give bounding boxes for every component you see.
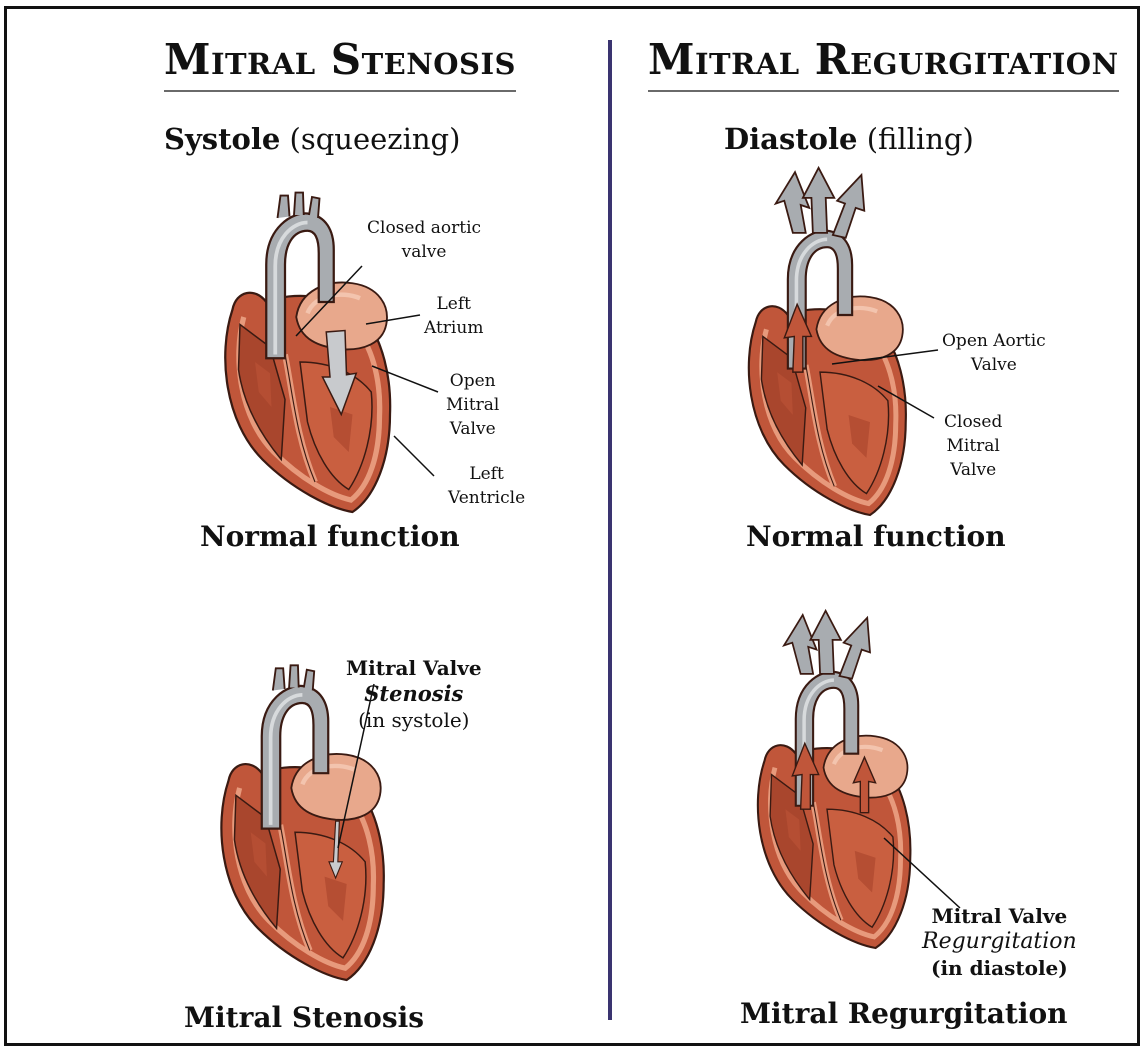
right-phase-heading: Diastole (filling) (724, 122, 974, 156)
outflow-arrows (776, 168, 865, 238)
label-line: valve (367, 240, 481, 264)
left-phase-rest: (squeezing) (280, 122, 460, 156)
label-line: Mitral Valve (922, 903, 1077, 929)
right-bottom-caption: Mitral Regurgitation (740, 997, 1068, 1030)
left-atrium (816, 296, 902, 360)
label-line: Left (424, 292, 483, 316)
left-phase-heading: Systole (squeezing) (164, 122, 460, 156)
column-divider (608, 40, 612, 1020)
mitral-regurgitation-heart (712, 608, 942, 948)
label-line: Left (448, 462, 525, 486)
left-phase-bold: Systole (164, 122, 280, 156)
label-line: Mitral Valve (346, 655, 482, 681)
left-atrium (291, 754, 380, 820)
aortic-branches (273, 665, 314, 690)
right-top-caption: Normal function (746, 520, 1006, 553)
label-closed-aortic-valve: Closed aortic valve (367, 216, 481, 264)
aortic-branches (278, 193, 320, 219)
left-bottom-caption: Mitral Stenosis (184, 1001, 424, 1034)
label-line: (in systole) (346, 707, 482, 733)
label-line: Mitral (446, 393, 499, 417)
label-open-aortic-valve: Open Aortic Valve (942, 329, 1046, 377)
label-open-mitral-valve: Open Mitral Valve (446, 369, 499, 441)
label-line: Mitral (944, 434, 1002, 458)
label-mitral-valve-regurgitation: Mitral Valve Regurgitation (in diastole) (922, 903, 1077, 981)
label-line: Valve (942, 353, 1046, 377)
outflow-arrows (784, 611, 870, 679)
left-column-title: Mitral Stenosis (164, 36, 516, 92)
label-line: Atrium (424, 316, 483, 340)
left-top-caption: Normal function (200, 520, 460, 553)
right-phase-bold: Diastole (724, 122, 858, 156)
right-column-title: Mitral Regurgitation (648, 36, 1119, 92)
label-line: (in diastole) (922, 955, 1077, 981)
label-line: Ventricle (448, 486, 525, 510)
diastole-normal-heart (700, 165, 940, 515)
label-left-ventricle: Left Ventricle (448, 462, 525, 510)
label-line: Valve (446, 417, 499, 441)
label-line: Closed aortic (367, 216, 481, 240)
label-line: Stenosis (346, 681, 482, 707)
label-closed-mitral-valve: Closed Mitral Valve (944, 410, 1002, 482)
right-phase-rest: (filling) (858, 122, 974, 156)
label-line: Open Aortic (942, 329, 1046, 353)
label-line: Valve (944, 458, 1002, 482)
label-line: Open (446, 369, 499, 393)
label-left-atrium: Left Atrium (424, 292, 483, 340)
label-line: Closed (944, 410, 1002, 434)
label-mitral-valve-stenosis: Mitral Valve Stenosis (in systole) (346, 655, 482, 733)
label-line: Regurgitation (922, 929, 1077, 955)
